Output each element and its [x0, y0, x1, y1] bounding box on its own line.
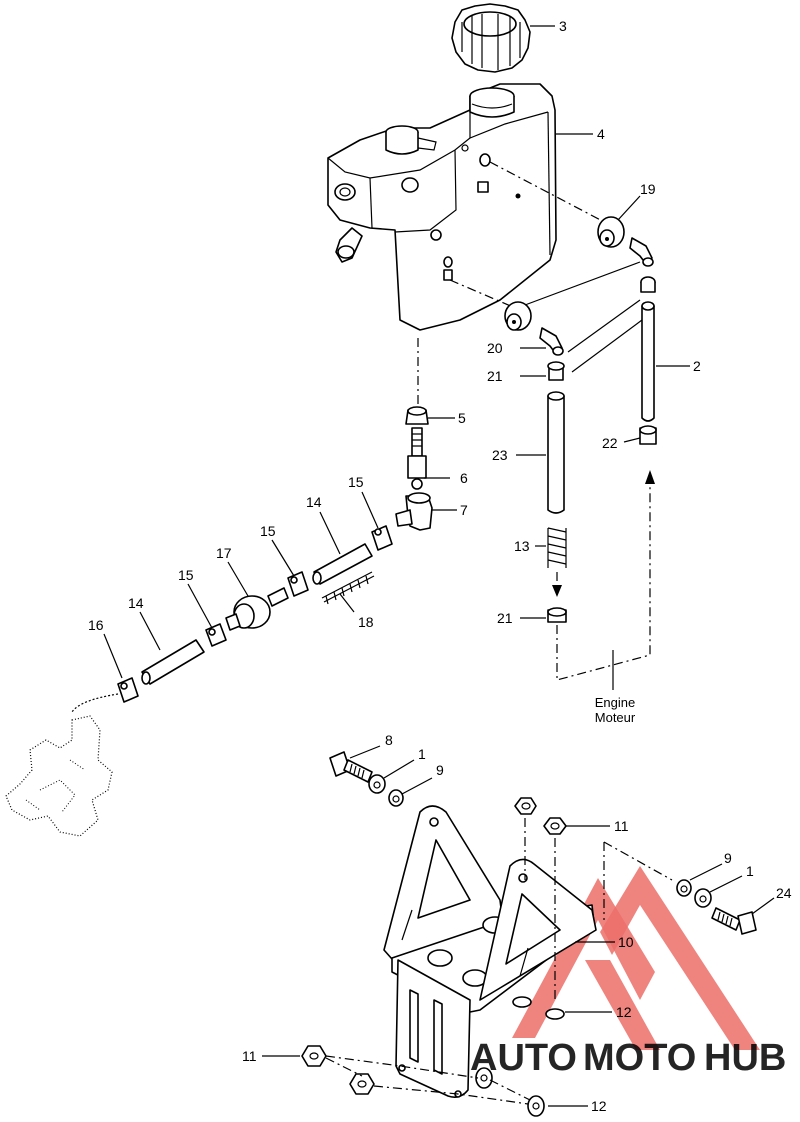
spring-18: [321, 571, 375, 605]
tee-fitting-7: [395, 492, 433, 531]
nut-11-bottom-mid: [349, 1073, 375, 1095]
leader-hose-2: [567, 299, 641, 353]
callout-14-top: 14: [306, 494, 322, 510]
bolt-8: [329, 751, 373, 783]
grommet-19: [597, 216, 625, 248]
clamp-15-lower: [205, 623, 227, 647]
clamp-16: [117, 677, 139, 703]
washer-1-right: [694, 888, 712, 908]
clamp-21-lower: [547, 607, 567, 623]
callout-labels: 3 4 19 2 20 21 22 5 23 6 15 14 7 15 17 1…: [88, 18, 792, 1114]
callout-5: 5: [458, 410, 466, 426]
callout-15-top: 15: [348, 474, 364, 490]
callout-15-mid: 15: [260, 523, 276, 539]
hose-2: [639, 276, 657, 445]
bolt-24: [711, 907, 757, 935]
oil-tank: [327, 83, 557, 331]
tank-cap: [451, 3, 531, 73]
callout-22: 22: [602, 435, 618, 451]
callout-9-right: 9: [724, 850, 732, 866]
washer-9-right: [676, 879, 692, 897]
spring-13: [547, 527, 567, 568]
watermark-logo: [512, 866, 760, 1050]
callout-19: 19: [640, 181, 656, 197]
washer-12-right: [545, 1008, 565, 1020]
washer-9-left: [388, 789, 404, 807]
callout-21-lower: 21: [497, 610, 513, 626]
clamp-15-middle: [287, 571, 309, 597]
leader-hose-2b: [571, 319, 643, 373]
callout-2: 2: [693, 358, 701, 374]
callout-15-low: 15: [178, 567, 194, 583]
callout-10: 10: [618, 934, 634, 950]
hose-23: [547, 361, 565, 514]
fuel-filter-17: [225, 587, 289, 631]
leader-lines: [103, 25, 775, 1107]
elbow-fitting-lower: [539, 327, 564, 356]
engine-routing-line: [556, 482, 651, 681]
callout-17: 17: [216, 545, 232, 561]
hose-14-lower: [141, 639, 205, 685]
callout-11-top: 11: [614, 818, 629, 834]
callout-8: 8: [385, 732, 393, 748]
engine-outline: [5, 715, 113, 837]
callout-12-bottom: 12: [591, 1098, 607, 1114]
callout-4: 4: [597, 126, 605, 142]
callout-11-bottom: 11: [242, 1048, 257, 1064]
callout-3: 3: [559, 18, 567, 34]
elbow-fitting-upper: [629, 237, 654, 267]
clamp-15-upper: [371, 525, 393, 551]
fitting-5: [405, 406, 429, 425]
hose-14-upper: [312, 543, 373, 585]
grommet-20: [504, 301, 532, 331]
callout-9-left: 9: [436, 762, 444, 778]
callout-18: 18: [358, 614, 374, 630]
callout-7: 7: [460, 502, 468, 518]
washer-12-left: [512, 996, 532, 1008]
nut-11-top-right: [543, 817, 567, 835]
engine-label-en: Engine: [595, 695, 635, 710]
nut-11-top-left: [514, 797, 537, 815]
fitting-6: [407, 427, 427, 490]
callout-14-low: 14: [128, 595, 144, 611]
svg-text:MOTO: MOTO: [583, 1037, 696, 1079]
callout-24: 24: [776, 885, 792, 901]
connector-line-lower: [449, 279, 521, 311]
callout-12-right: 12: [616, 1004, 632, 1020]
callout-16: 16: [88, 617, 104, 633]
washer-12-bottom-b: [527, 1095, 545, 1117]
leader-19-20: [524, 261, 641, 306]
watermark-text: AUTO MOTO HUB: [470, 1037, 786, 1079]
engine-label-fr: Moteur: [595, 710, 636, 725]
callout-13: 13: [514, 538, 530, 554]
mounting-bracket-10: [383, 805, 597, 1098]
callout-1-left: 1: [418, 746, 426, 762]
callout-21-upper: 21: [487, 368, 503, 384]
svg-text:HUB: HUB: [704, 1037, 786, 1079]
nut-11-bottom-left: [301, 1045, 327, 1067]
callout-6: 6: [460, 470, 468, 486]
connector-line-upper: [489, 161, 611, 226]
callout-20: 20: [487, 340, 503, 356]
washer-12-bottom-a: [475, 1067, 493, 1089]
callout-1-right: 1: [746, 863, 754, 879]
callout-23: 23: [492, 447, 508, 463]
washer-1-left: [368, 774, 386, 794]
